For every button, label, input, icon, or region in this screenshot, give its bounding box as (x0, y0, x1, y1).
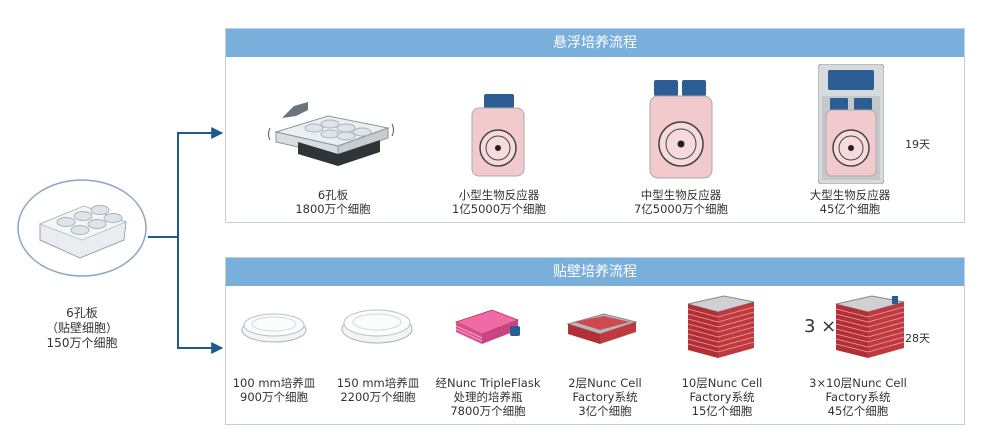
step-line: Factory系统 (825, 390, 891, 404)
medium-reactor-illustration (648, 80, 714, 180)
adherent-step-caption: 2层Nunc Cell Factory系统 3亿个细胞 (552, 376, 658, 418)
large-reactor-illustration (817, 63, 885, 185)
adherent-step-caption: 150 mm培养皿 2200万个细胞 (330, 376, 426, 404)
source-note: （贴壁细胞） (45, 321, 118, 335)
source-name: 6孔板 (66, 306, 98, 320)
shaker-plate-illustration (268, 98, 398, 170)
cell-factory-10-illustration (684, 294, 758, 360)
step-name: 小型生物反应器 (458, 188, 540, 202)
dish-100mm-illustration (240, 310, 308, 344)
adherent-step-caption: 3×10层Nunc Cell Factory系统 45亿个细胞 (796, 376, 920, 418)
suspension-step-caption: 小型生物反应器 1亿5000万个细胞 (444, 188, 554, 216)
step-line: 45亿个细胞 (827, 404, 889, 418)
adherent-title: 贴壁培养流程 (226, 258, 964, 286)
step-line: 10层Nunc Cell (681, 376, 763, 390)
adherent-step-caption: 经Nunc TripleFlask 处理的培养瓶 7800万个细胞 (426, 376, 550, 418)
step-line: 3亿个细胞 (578, 404, 632, 418)
adherent-step-caption: 10层Nunc Cell Factory系统 15亿个细胞 (668, 376, 776, 418)
step-name: 6孔板 (317, 188, 349, 202)
step-line: 3×10层Nunc Cell (809, 376, 907, 390)
step-count: 45亿个细胞 (819, 202, 881, 216)
step-line: 2200万个细胞 (340, 390, 416, 404)
dish-150mm-illustration (340, 304, 414, 346)
step-line: 15亿个细胞 (691, 404, 753, 418)
step-count: 7亿5000万个细胞 (633, 202, 729, 216)
suspension-title: 悬浮培养流程 (226, 29, 964, 57)
source-plate-illustration (14, 178, 150, 278)
cell-factory-3x10-illustration (832, 294, 908, 360)
step-count: 1亿5000万个细胞 (451, 202, 547, 216)
step-line: Factory系统 (689, 390, 755, 404)
suspension-step-caption: 大型生物反应器 45亿个细胞 (795, 188, 905, 216)
triple-flask-illustration (452, 304, 524, 350)
multiplier-label: 3 × (804, 316, 837, 337)
step-line: 7800万个细胞 (450, 404, 526, 418)
branch-line (148, 127, 224, 238)
step-line: 150 mm培养皿 (336, 376, 420, 390)
step-line: 经Nunc TripleFlask (435, 376, 541, 390)
step-name: 大型生物反应器 (809, 188, 891, 202)
small-reactor-illustration (470, 94, 526, 178)
suspension-step-caption: 中型生物反应器 7亿5000万个细胞 (626, 188, 736, 216)
adherent-days: 28天 (905, 332, 930, 345)
step-name: 中型生物反应器 (640, 188, 722, 202)
step-line: 处理的培养瓶 (453, 390, 523, 404)
step-count: 1800万个细胞 (295, 202, 371, 216)
step-line: 2层Nunc Cell (568, 376, 642, 390)
cell-factory-2-illustration (566, 308, 638, 348)
adherent-step-caption: 100 mm培养皿 900万个细胞 (226, 376, 322, 404)
step-line: 100 mm培养皿 (232, 376, 316, 390)
source-caption: 6孔板 （贴壁细胞） 150万个细胞 (20, 306, 144, 351)
branch-line (177, 237, 224, 354)
suspension-step-caption: 6孔板 1800万个细胞 (278, 188, 388, 216)
suspension-days: 19天 (905, 138, 930, 151)
step-line: Factory系统 (572, 390, 638, 404)
step-line: 900万个细胞 (240, 390, 308, 404)
source-count: 150万个细胞 (46, 336, 118, 350)
